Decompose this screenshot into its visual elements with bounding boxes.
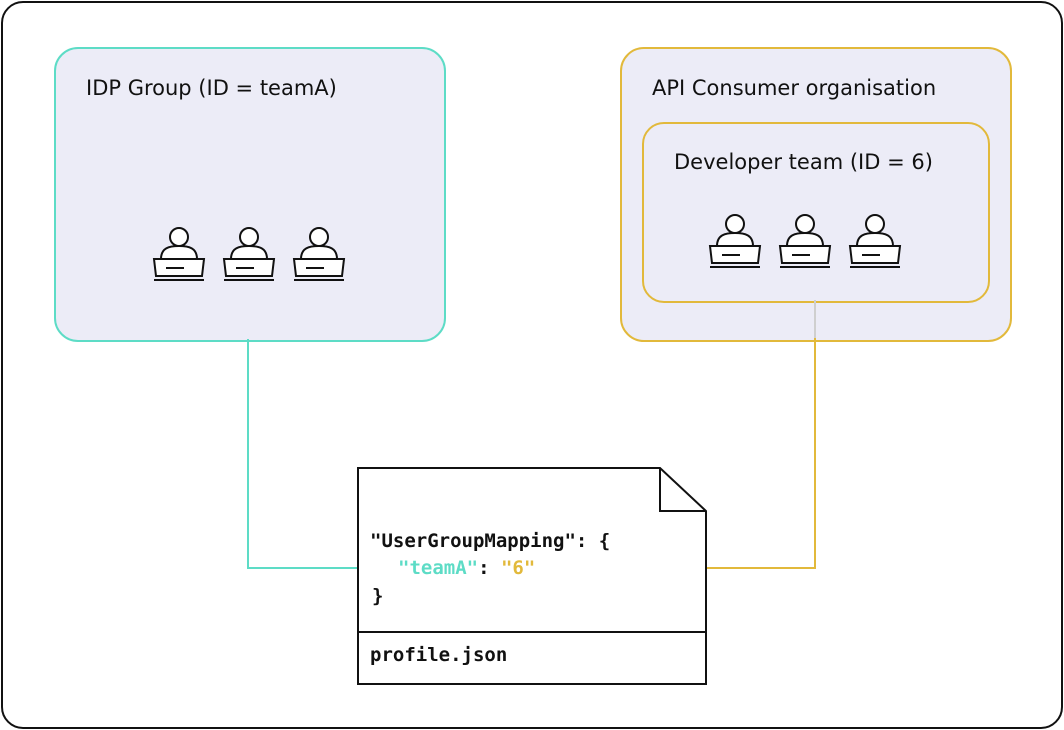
user-at-laptop-icon (778, 211, 832, 271)
user-at-laptop-icon (848, 211, 902, 271)
user-at-laptop-icon (292, 224, 346, 284)
mapping-entry-line: "teamA": "6" (398, 557, 535, 579)
idp-connector-line (247, 339, 393, 569)
mapping-separator: : (478, 557, 501, 579)
consumer-org-title: API Consumer organisation (652, 76, 937, 100)
mapping-key: "teamA" (398, 557, 479, 579)
developer-team-title: Developer team (ID = 6) (674, 150, 933, 174)
mapping-value: "6" (500, 557, 536, 579)
user-at-laptop-icon (708, 211, 762, 271)
mapping-close-line: } (372, 585, 384, 607)
profile-json-document (357, 467, 707, 685)
mapping-open-line: "UserGroupMapping": { (370, 530, 611, 552)
idp-group-title: IDP Group (ID = teamA) (86, 76, 337, 100)
idp-group-box (54, 47, 446, 342)
idp-users (152, 224, 346, 284)
file-name: profile.json (370, 644, 508, 666)
user-at-laptop-icon (222, 224, 276, 284)
user-at-laptop-icon (152, 224, 206, 284)
team-users (708, 211, 902, 271)
